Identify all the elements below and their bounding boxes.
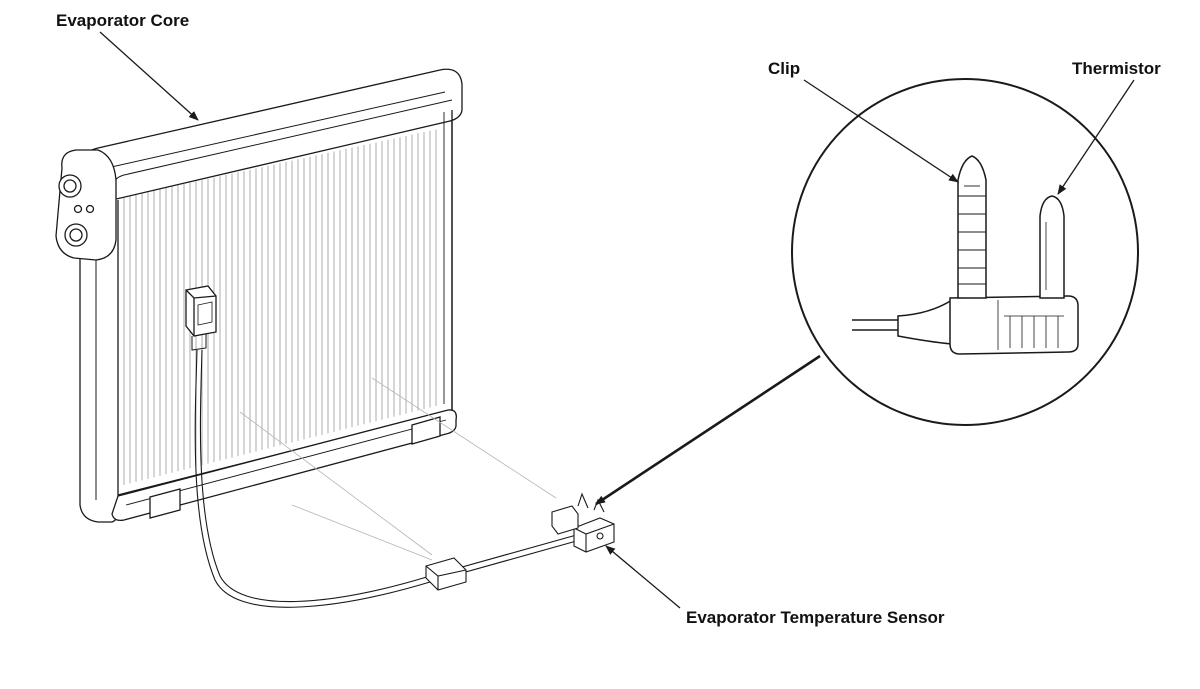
- evaporator-core: [55, 68, 463, 523]
- leader-evaporator-core: [99, 31, 199, 121]
- detail-clip: [957, 155, 987, 299]
- temperature-sensor: [551, 492, 615, 553]
- leader-thermistor: [1057, 79, 1135, 195]
- wire-clamp: [425, 557, 467, 591]
- leader-clip: [803, 79, 959, 183]
- sensor-wire: [194, 349, 581, 608]
- core-fins: [123, 129, 437, 485]
- clip-label: Clip: [768, 59, 801, 78]
- evaporator-temperature-sensor-label: Evaporator Temperature Sensor: [686, 608, 945, 627]
- detail-sensor: [852, 155, 1079, 355]
- pipe-flange: [55, 149, 117, 261]
- leader-sensor: [605, 545, 681, 609]
- guide-lines: [239, 377, 557, 561]
- detail-thermistor: [1039, 195, 1065, 299]
- leader-detail: [595, 354, 821, 506]
- leader-lines: [99, 31, 1135, 609]
- evaporator-core-label: Evaporator Core: [56, 11, 190, 30]
- core-connector: [185, 285, 217, 351]
- thermistor-label: Thermistor: [1072, 59, 1161, 78]
